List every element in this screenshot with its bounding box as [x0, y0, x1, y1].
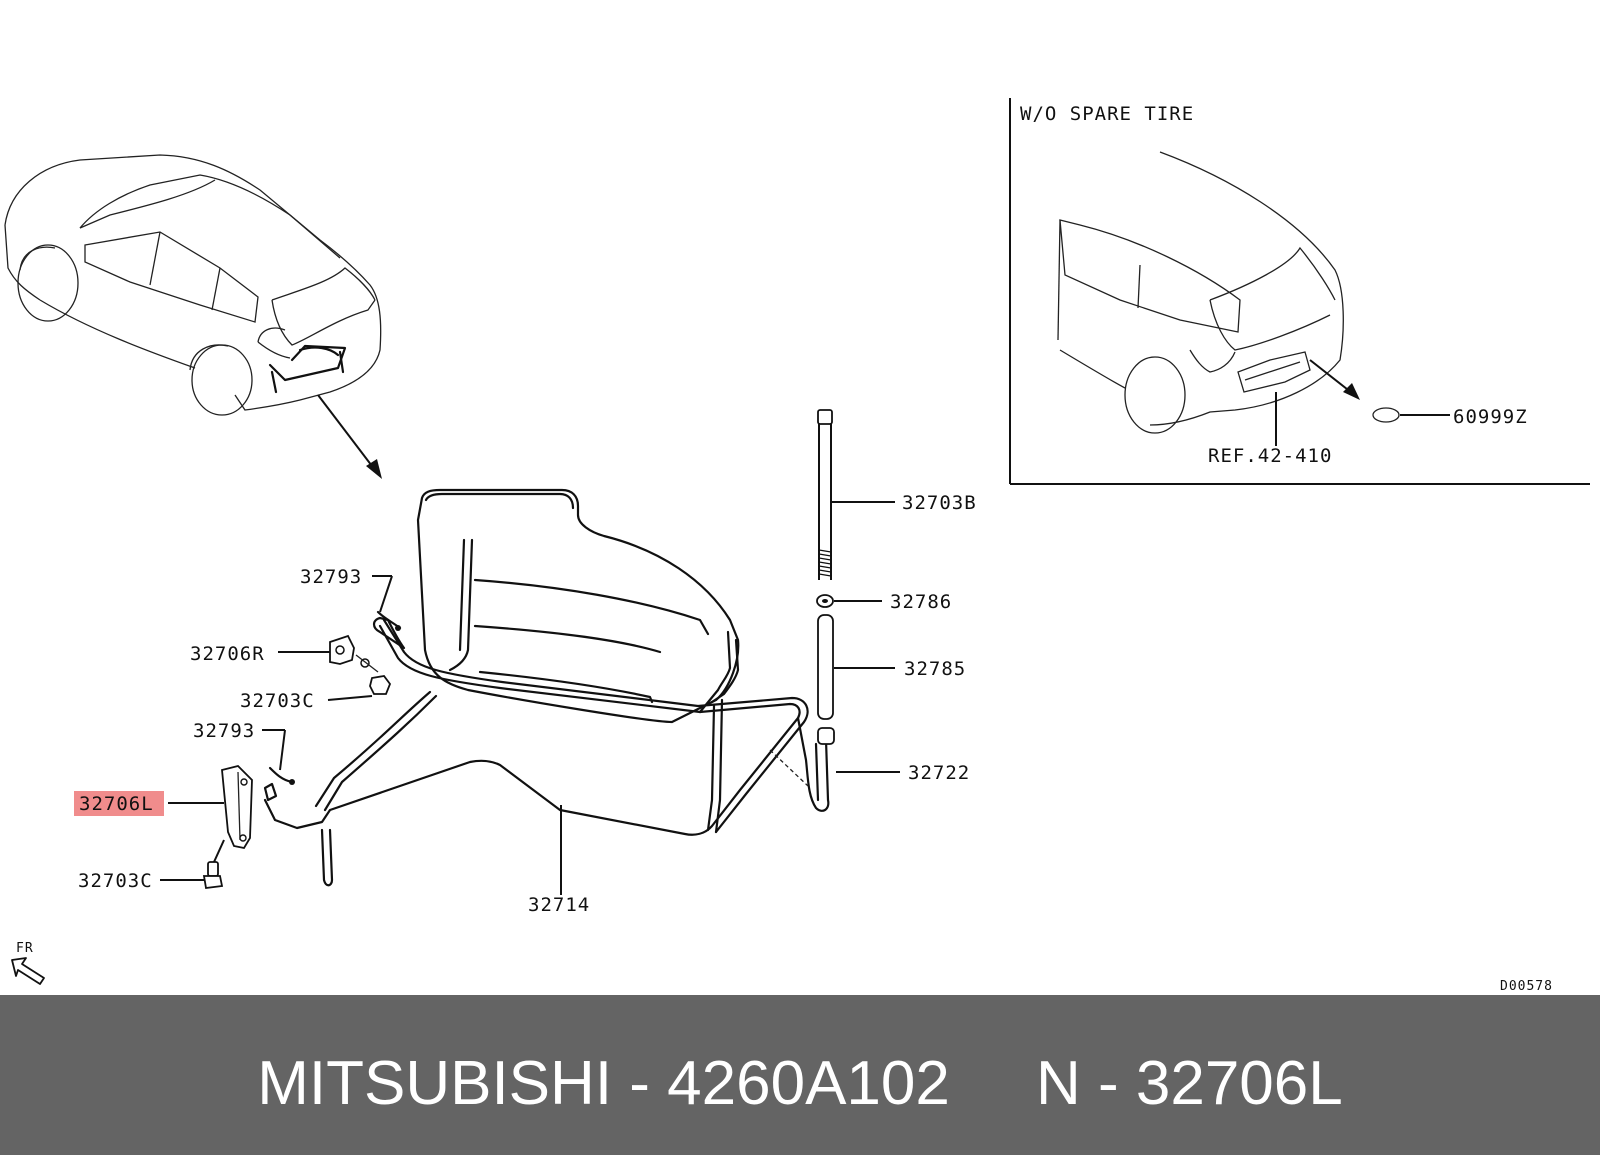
- label-32793-bottom: 32793: [193, 720, 255, 742]
- rod-parts: [816, 409, 900, 773]
- label-60999z: 60999Z: [1453, 406, 1528, 428]
- label-32714: 32714: [528, 894, 590, 916]
- label-32785: 32785: [904, 658, 966, 680]
- label-32706l: 32706L: [79, 793, 154, 815]
- label-32722: 32722: [908, 762, 970, 784]
- car-illustration: [4, 154, 382, 479]
- label-32793-top: 32793: [300, 566, 362, 588]
- parts-diagram: W/O SPARE TIRE 60999Z REF.42-410 32703B …: [4, 98, 1590, 994]
- label-32703c-top: 32703C: [240, 690, 315, 712]
- bracket-parts: [160, 575, 562, 895]
- label-ref: REF.42-410: [1208, 445, 1332, 467]
- luggage-floor-assembly: [263, 488, 835, 887]
- label-32703b: 32703B: [902, 492, 977, 514]
- front-arrow-icon: [11, 957, 45, 985]
- part-number-caption: MITSUBISHI - 4260A102 N - 32706L: [257, 1049, 1343, 1118]
- diagram-code: D00578: [1500, 979, 1553, 994]
- highlight-32706l: [74, 791, 164, 816]
- footer-bar: MITSUBISHI - 4260A102 N - 32706L: [0, 995, 1600, 1155]
- label-32706r: 32706R: [190, 643, 265, 665]
- inset-panel: [1009, 98, 1590, 485]
- label-32703c-bottom: 32703C: [78, 870, 153, 892]
- label-32786: 32786: [890, 591, 952, 613]
- fr-label: FR: [16, 941, 34, 956]
- inset-title: W/O SPARE TIRE: [1020, 103, 1194, 125]
